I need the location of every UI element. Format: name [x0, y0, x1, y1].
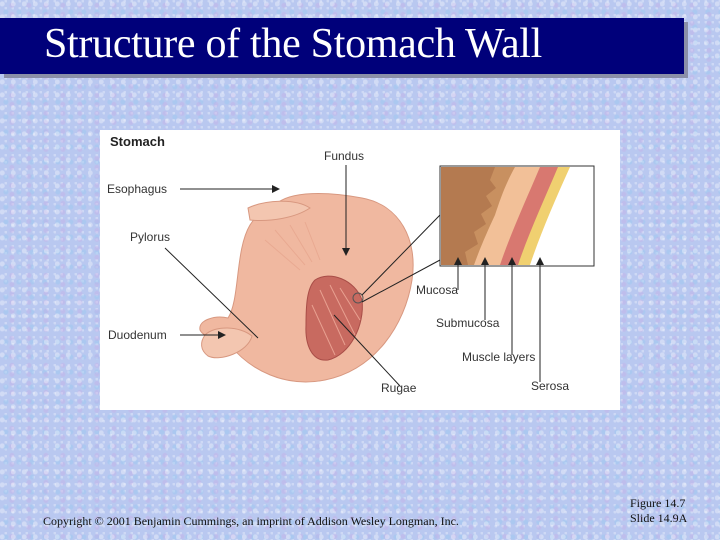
- slide-title: Structure of the Stomach Wall: [44, 21, 543, 67]
- stomach-illustration: Stomach Fundus Esophagus Pylorus Duodenu…: [107, 134, 595, 395]
- label-esophagus: Esophagus: [107, 182, 167, 196]
- figure-number: Figure 14.7: [630, 496, 686, 510]
- label-fundus: Fundus: [324, 149, 364, 163]
- copyright-notice: Copyright © 2001 Benjamin Cummings, an i…: [43, 514, 459, 528]
- label-serosa: Serosa: [531, 379, 569, 393]
- label-muscle-layers: Muscle layers: [462, 350, 535, 364]
- slide-number: Slide 14.9A: [630, 511, 688, 525]
- label-submucosa: Submucosa: [436, 316, 500, 330]
- title-bar: Structure of the Stomach Wall: [0, 18, 684, 74]
- figure-reference: Figure 14.7 Slide 14.9A: [630, 496, 687, 526]
- label-mucosa: Mucosa: [416, 283, 458, 297]
- stomach-figure: Stomach Fundus Esophagus Pylorus Duodenu…: [100, 130, 620, 410]
- wall-layers-inset: [439, 165, 595, 267]
- label-pylorus: Pylorus: [130, 230, 170, 244]
- stomach-drawing: [199, 193, 414, 383]
- label-duodenum: Duodenum: [108, 328, 167, 342]
- stomach-heading: Stomach: [110, 134, 165, 149]
- label-rugae: Rugae: [381, 381, 417, 395]
